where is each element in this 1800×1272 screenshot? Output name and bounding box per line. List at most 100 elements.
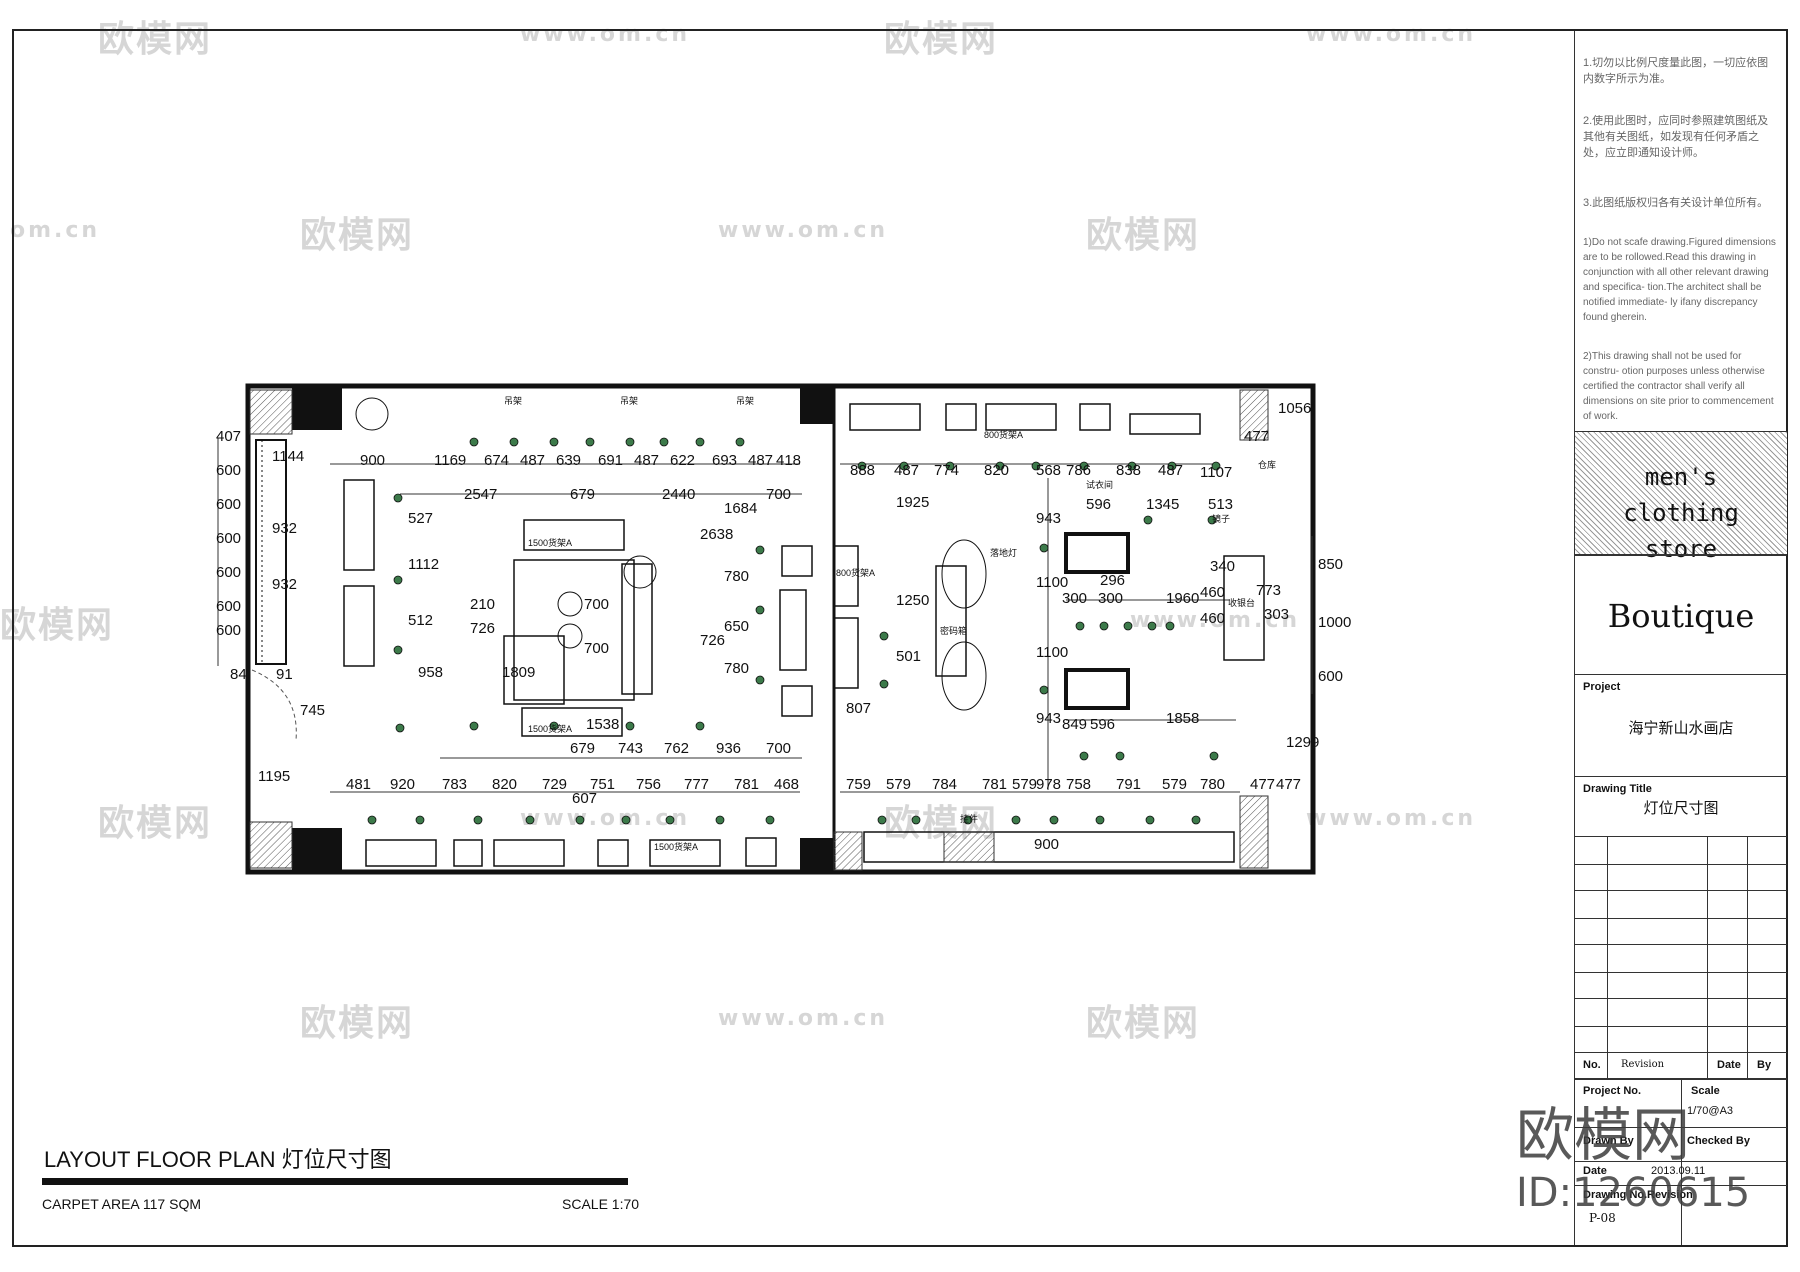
dim-label: 679 [570,486,596,503]
floor-plan [217,383,1316,875]
dim-label: 1100 [1036,574,1069,591]
fixture-label: 挂件 [960,814,979,824]
date-label: Date [1717,1059,1741,1071]
dim-label: 303 [1264,606,1290,623]
dim-label: 418 [776,452,802,469]
dim-label: 807 [846,700,872,717]
dim-label: 460 [1200,610,1226,627]
dim-label: 487 [894,462,920,479]
scale-label: Scale [1691,1085,1720,1097]
fixture-label: 1500货架A [528,724,573,734]
store-name: men's clothing store [1623,463,1739,563]
dim-label: 84 [230,666,247,683]
dim-label: 600 [216,530,242,547]
dim-label: 600 [216,622,242,639]
dim-label: 91 [276,666,293,683]
dim-label: 781 [734,776,760,793]
watermark-url: om.cn [10,218,101,243]
dim-label: 726 [700,632,726,649]
dim-label: 759 [846,776,872,793]
dim-label: 674 [484,452,510,469]
dim-label: 780 [1200,776,1226,793]
plan-title-rule [42,1178,628,1185]
dim-label: 579 [1162,776,1188,793]
fixture-label: 吊架 [504,396,523,406]
dim-label: 2440 [662,486,696,503]
no-label: No. [1583,1059,1601,1071]
project-value: 海宁新山水画店 [1628,720,1734,737]
watermark-url: www.om.cn [1130,608,1301,633]
dim-label: 888 [850,462,876,479]
dim-label: 850 [1318,556,1344,573]
note-cn-3: 3.此图纸版权归各有关设计单位所有。 [1583,197,1769,209]
watermark-brand: 欧模网 [884,19,999,60]
dim-label: 1169 [434,452,467,469]
dim-label: 700 [766,486,792,503]
dim-label: 774 [934,462,960,479]
dim-label: 691 [598,452,624,469]
date2-label: Date [1583,1165,1607,1177]
plan-title: LAYOUT FLOOR PLAN 灯位尺寸图 [44,1147,392,1172]
fixture-label: 800货架A [836,568,876,578]
watermark-url: www.om.cn [1306,22,1477,47]
dim-label: 958 [418,664,444,681]
dim-label: 932 [272,520,298,537]
watermark-url: www.om.cn [718,218,889,243]
dim-label: 820 [492,776,518,793]
dim-label: 791 [1116,776,1142,793]
dim-label: 936 [716,740,742,757]
dim-label: 579 [886,776,912,793]
dim-label: 820 [984,462,1010,479]
dim-label: 579 [1012,776,1038,793]
dim-label: 596 [1086,496,1112,513]
drawing-no-value: P-08 [1589,1211,1616,1225]
sheet-border [12,29,1788,1247]
dim-label: 1925 [896,494,930,511]
watermark-url: www.om.cn [520,806,691,831]
note-cn-2: 2.使用此图时，应同时参照建筑图纸及其他有关图纸，如发现有任何矛盾之处，应立即通… [1583,115,1769,159]
revision-label: Revision [1621,1059,1665,1070]
store-subtitle: Boutique [1607,597,1755,635]
dim-label: 978 [1036,776,1062,793]
watermark-large-brand: 欧模网 [1516,1101,1691,1169]
dim-label: 743 [618,740,644,757]
by-label: By [1757,1059,1772,1071]
fixture-label: 收银台 [1228,598,1256,608]
dim-label: 600 [216,496,242,513]
dim-label: 487 [520,452,546,469]
dim-label: 784 [932,776,958,793]
dim-label: 513 [1208,496,1234,513]
dim-label: 527 [408,510,434,527]
watermark-brand: 欧模网 [98,803,213,844]
fixture-label: 吊架 [620,396,639,406]
dim-label: 943 [1036,510,1062,527]
fixture-label: 试衣间 [1086,480,1114,490]
dim-label: 900 [360,452,386,469]
dim-label: 477 [1250,776,1276,793]
dim-label: 468 [774,776,800,793]
dim-label: 1100 [1036,644,1069,661]
dim-label: 900 [1034,836,1060,853]
dim-label: 780 [724,568,750,585]
dim-label: 596 [1090,716,1116,733]
dim-label: 773 [1256,582,1282,599]
dim-label: 726 [470,620,496,637]
watermark-url: www.om.cn [520,22,691,47]
dim-label: 700 [766,740,792,757]
dim-label: 920 [390,776,416,793]
dim-label: 600 [216,564,242,581]
dim-label: 477 [1244,428,1270,445]
watermark-brand: 欧模网 [300,215,415,256]
dim-label: 481 [346,776,372,793]
fixture-label: 仓库 [1258,460,1277,470]
title-block: 1.切勿以比例尺度量此图，一切应依图内数字所示为准。 2.使用此图时，应同时参照… [1574,31,1787,1245]
dim-label: 700 [584,640,610,657]
drawing-no-label: Drawing No. [1583,1189,1648,1201]
dim-label: 487 [748,452,774,469]
dim-label: 477 [1276,776,1302,793]
dim-label: 2547 [464,486,498,503]
fixture-label: 密码箱 [940,626,968,636]
dim-label: 1345 [1146,496,1180,513]
watermark-brand: 欧模网 [1086,215,1201,256]
dim-label: 693 [712,452,738,469]
